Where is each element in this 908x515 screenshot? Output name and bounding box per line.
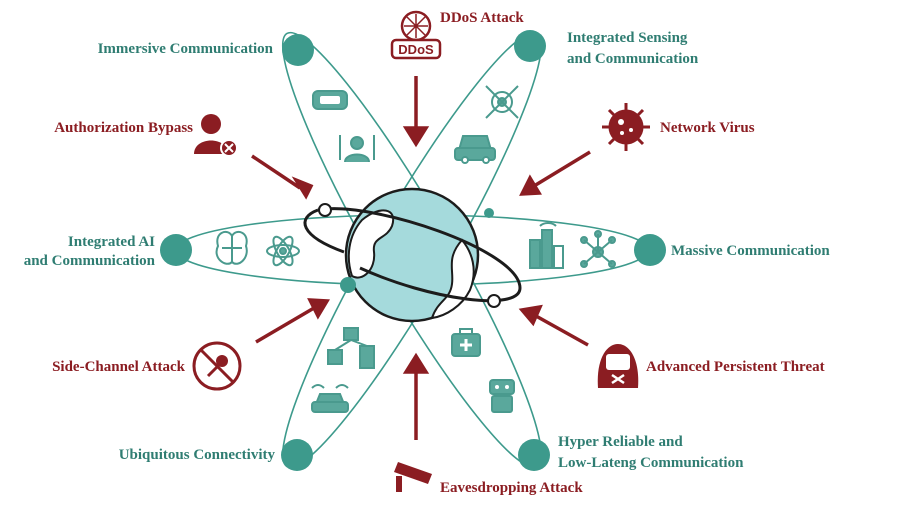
label-ddos: DDoS Attack	[440, 10, 524, 26]
virus-icon	[602, 103, 650, 151]
hacker-icon	[597, 344, 639, 388]
label-immersive: Immersive Communication	[98, 41, 274, 57]
labels: Immersive Communication Integrated Sensi…	[24, 10, 831, 496]
label-apt: Advanced Persistent Threat	[646, 359, 825, 375]
arrow-virus	[519, 150, 591, 196]
label-isac-line2: and Communication	[567, 51, 699, 67]
label-isac-line1: Integrated Sensing	[567, 30, 688, 46]
node-isac	[514, 30, 546, 62]
arrow-ddos	[402, 76, 430, 148]
satellite-dot-1	[318, 203, 332, 217]
node-ai	[160, 234, 192, 266]
smart-city-icon	[529, 222, 564, 269]
satellite-dot-2	[487, 294, 501, 308]
label-ai-line2: and Communication	[24, 253, 156, 269]
capability-icons	[215, 85, 616, 413]
threat-icons: DDoS	[192, 10, 650, 492]
medical-kit-icon	[451, 328, 481, 357]
radar-sensor-icon	[485, 85, 519, 119]
globe-orbit-ring	[317, 207, 522, 303]
car-icon	[454, 135, 496, 164]
node-massive	[634, 234, 666, 266]
network-nodes-icon	[580, 230, 616, 268]
connected-devices-icon	[327, 327, 375, 369]
blocked-sensor-icon	[192, 341, 242, 391]
vr-headset-icon	[312, 90, 348, 110]
globe	[303, 187, 522, 323]
camera-icon	[394, 462, 432, 492]
label-auth: Authorization Bypass	[54, 120, 193, 136]
continent-left	[347, 209, 395, 279]
label-ai-line1: Integrated AI	[68, 234, 155, 250]
teal-dot-1	[484, 208, 494, 218]
arrow-auth	[251, 154, 314, 200]
teal-dot-2	[340, 277, 356, 293]
node-immersive	[282, 34, 314, 66]
threat-arrows	[251, 76, 591, 440]
hologram-user-icon	[339, 135, 375, 163]
capability-nodes	[160, 30, 666, 471]
arrow-apt	[518, 304, 589, 347]
arrow-side	[255, 298, 330, 344]
arrow-eaves	[402, 352, 430, 440]
ddos-badge-label: DDoS	[398, 42, 434, 57]
label-hrllc-line2: Low-Lateng Communication	[558, 455, 744, 471]
label-massive: Massive Communication	[671, 243, 830, 259]
label-virus: Network Virus	[660, 120, 755, 136]
label-eaves: Eavesdropping Attack	[440, 480, 583, 496]
robot-icon	[489, 379, 515, 413]
brain-ai-icon	[215, 230, 248, 265]
user-blocked-icon	[194, 114, 238, 157]
node-ubiquitous	[281, 439, 313, 471]
label-hrllc-line1: Hyper Reliable and	[558, 434, 683, 450]
label-side: Side-Channel Attack	[52, 359, 186, 375]
ddos-icon: DDoS	[390, 10, 442, 60]
node-hrllc	[518, 439, 550, 471]
label-ubiquitous: Ubiquitous Connectivity	[119, 447, 276, 463]
connected-car-icon	[311, 384, 349, 413]
atom-icon	[266, 235, 300, 267]
